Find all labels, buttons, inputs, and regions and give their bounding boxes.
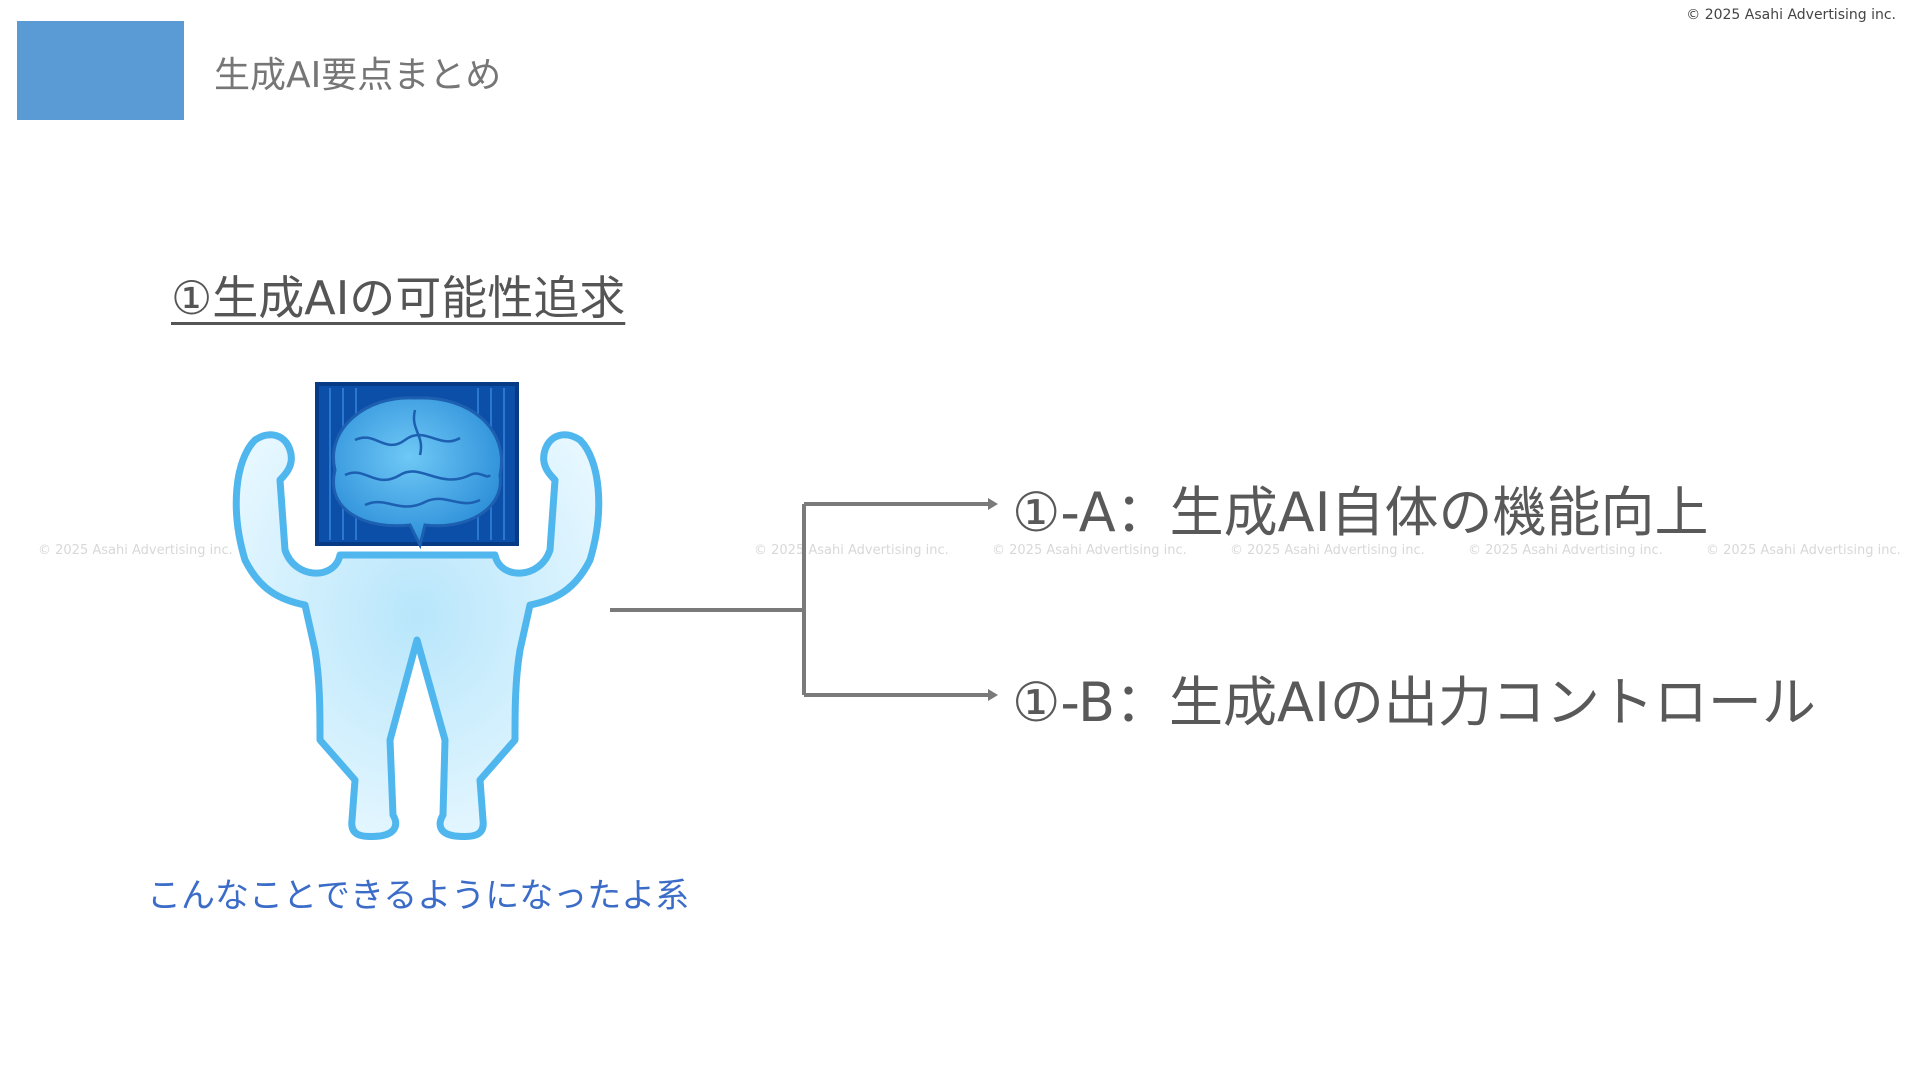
arrow-head-icon — [988, 689, 998, 701]
branch-item-b: ①-B：生成AIの出力コントロール — [1012, 671, 1816, 734]
branch-connector-lines — [610, 498, 998, 701]
section-title: ①生成AIの可能性追求 — [171, 271, 626, 325]
figure-caption: こんなことできるようになったよ系 — [147, 876, 690, 916]
header-accent-block — [17, 21, 184, 120]
watermark: © 2025 Asahi Advertising inc. — [1706, 543, 1901, 558]
watermark: © 2025 Asahi Advertising inc. — [1230, 543, 1425, 558]
copyright-notice: © 2025 Asahi Advertising inc. — [1686, 7, 1896, 23]
watermark: © 2025 Asahi Advertising inc. — [1468, 543, 1663, 558]
arrow-head-icon — [988, 498, 998, 510]
muscular-brain-figure-illustration — [232, 382, 603, 840]
page-title: 生成AI要点まとめ — [214, 55, 502, 96]
watermark: © 2025 Asahi Advertising inc. — [992, 543, 1187, 558]
watermark: © 2025 Asahi Advertising inc. — [38, 543, 233, 558]
branch-item-a: ①-A：生成AI自体の機能向上 — [1012, 481, 1709, 544]
